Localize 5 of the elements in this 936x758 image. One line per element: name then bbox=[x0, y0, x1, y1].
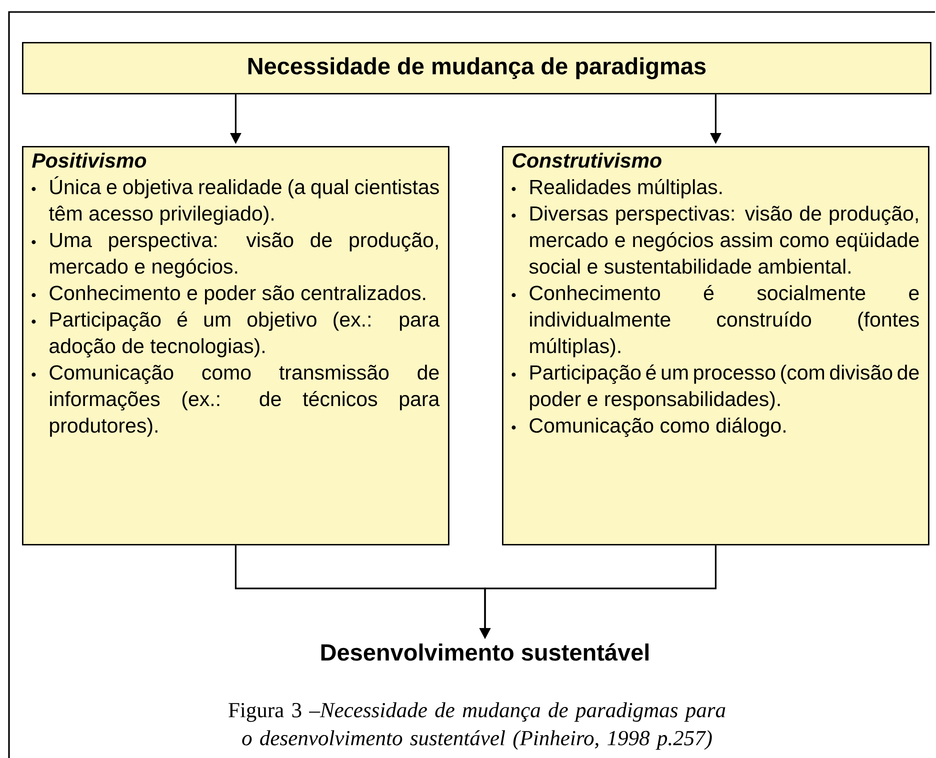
list-box: Construtivismo Realidades múltiplas. Diversas perspectivas: visão de produção, mercado e negócios assim como eqüidade social e sustentabilidade ambiental. Conhecimento é socialmente e individualmente construído (fontes múltiplas). Participação é um processo (com divisão de poder e responsabilidades). Comunicação como diálogo. bbox=[502, 146, 930, 546]
caption: Figura 3 –Necessidade de mudança de paradigmas para o desenvolvimento sustentável (Pinheiro, 1998 p.257) bbox=[228, 702, 726, 750]
list-box: Positivismo Única e objetiva realidade (a qual cientistas têm acesso privilegiado). Uma perspectiva: visão de produção, mercado e negócios. Conhecimento e poder são centralizados. Participação é um objetivo (ex.: para adoção de tecnologias). Comunicação como transmissão de informações (ex.: de técnicos para produtores). bbox=[22, 146, 450, 546]
result-label: Desenvolvimento sustentável bbox=[321, 643, 648, 661]
header-box: Necessidade de mudança de paradigmas bbox=[22, 42, 932, 94]
